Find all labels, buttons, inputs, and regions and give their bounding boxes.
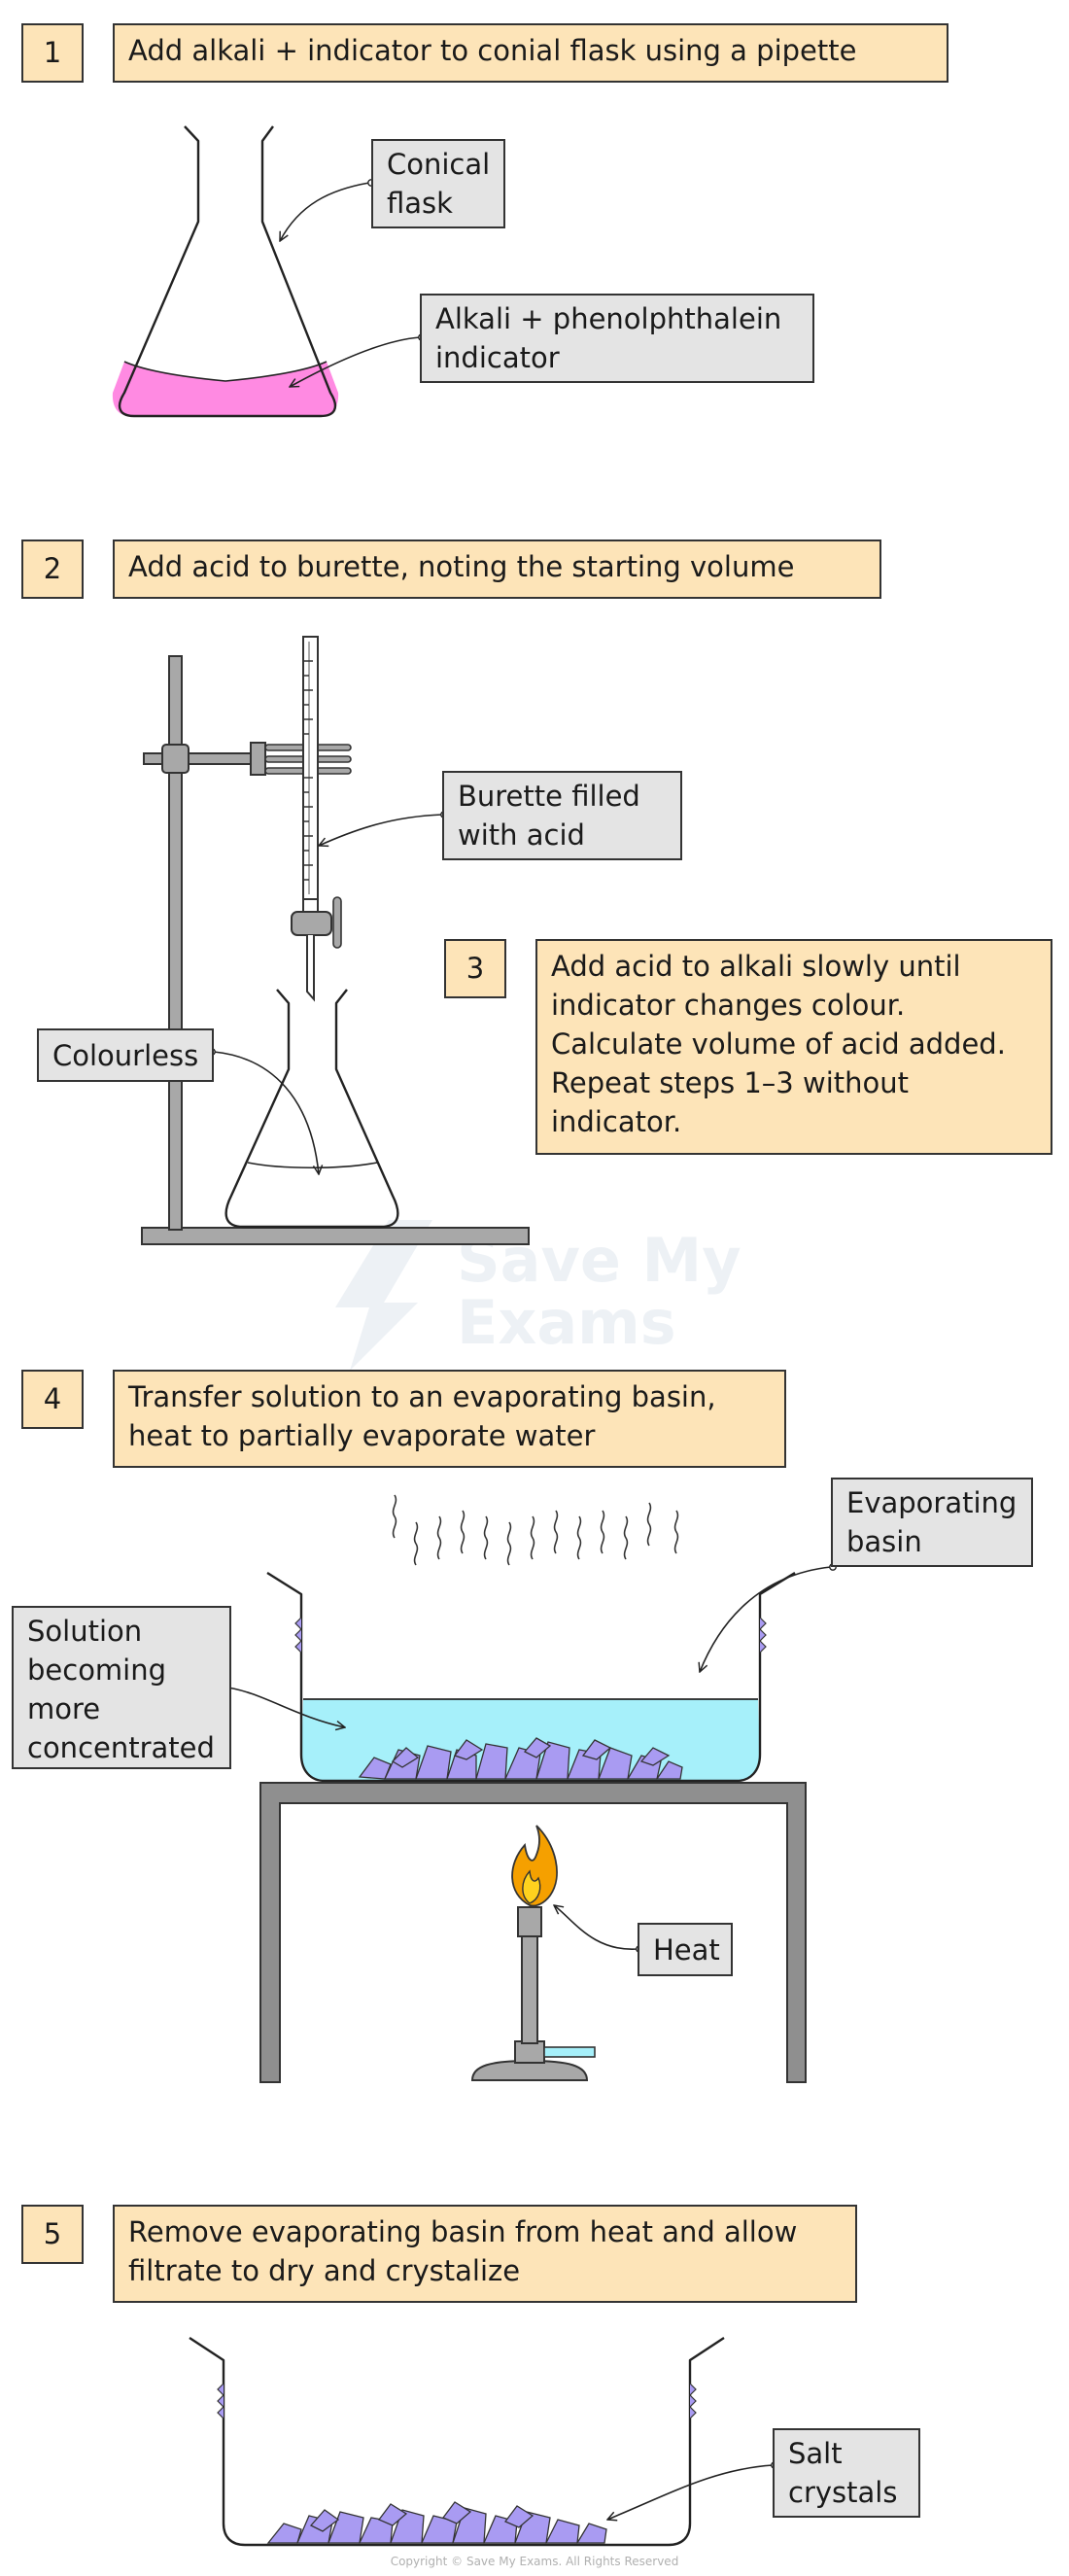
step-3-instruction: Add acid to alkali slowly until indicato… (535, 939, 1052, 1155)
watermark-logo (335, 1220, 432, 1371)
step-5-instruction: Remove evaporating basin from heat and a… (113, 2205, 857, 2303)
step-4-instruction: Transfer solution to an evaporating basi… (113, 1370, 786, 1468)
copyright-footer: Copyright © Save My Exams. All Rights Re… (390, 2555, 679, 2568)
label-alkali-indicator: Alkali + phenolphthalein indicator (420, 294, 814, 383)
step-2-number: 2 (21, 540, 84, 599)
label-conical-flask: Conical flask (371, 139, 505, 228)
flame-inner (522, 1869, 541, 1904)
bunsen-burner (470, 1825, 596, 2081)
step-1-instruction: Add alkali + indicator to conial flask u… (113, 23, 948, 83)
conical-flask-step2 (224, 989, 399, 1229)
label-salt-crystals: Salt crystals (773, 2428, 920, 2518)
conical-flask-step1 (112, 125, 339, 418)
step-5-number: 5 (21, 2205, 84, 2264)
step-3-number: 3 (444, 939, 506, 998)
label-evaporating-basin: Evaporating basin (831, 1478, 1033, 1567)
arrow-conical-flask (280, 182, 370, 241)
arrow-alkali (290, 336, 421, 387)
steam-lines (392, 1494, 679, 1566)
evaporating-basin-step4 (266, 1571, 796, 1783)
label-burette: Burette filled with acid (442, 771, 682, 860)
arrow-solution (221, 1686, 345, 1727)
arrow-heat (554, 1905, 638, 1950)
step-4-number: 4 (21, 1370, 84, 1429)
evaporating-basin-step5 (189, 2336, 725, 2547)
alkali-solution (112, 362, 339, 416)
salt-crystals (266, 2501, 607, 2544)
crystals-step4 (358, 1737, 683, 1780)
tripod-stand (259, 1782, 807, 2083)
burette (291, 636, 342, 1002)
arrow-colourless (213, 1051, 319, 1174)
label-solution-concentrated: Solution becoming more concentrated (12, 1606, 231, 1769)
step-1-number: 1 (21, 23, 84, 83)
arrow-burette (319, 814, 443, 846)
step-2-instruction: Add acid to burette, noting the starting… (113, 540, 881, 599)
label-heat: Heat (638, 1923, 733, 1976)
arrow-evaporating-basin (700, 1566, 832, 1672)
arrow-salt-crystals (607, 2464, 774, 2520)
label-colourless: Colourless (37, 1028, 214, 1082)
watermark-text: Save My Exams (457, 1225, 741, 1358)
